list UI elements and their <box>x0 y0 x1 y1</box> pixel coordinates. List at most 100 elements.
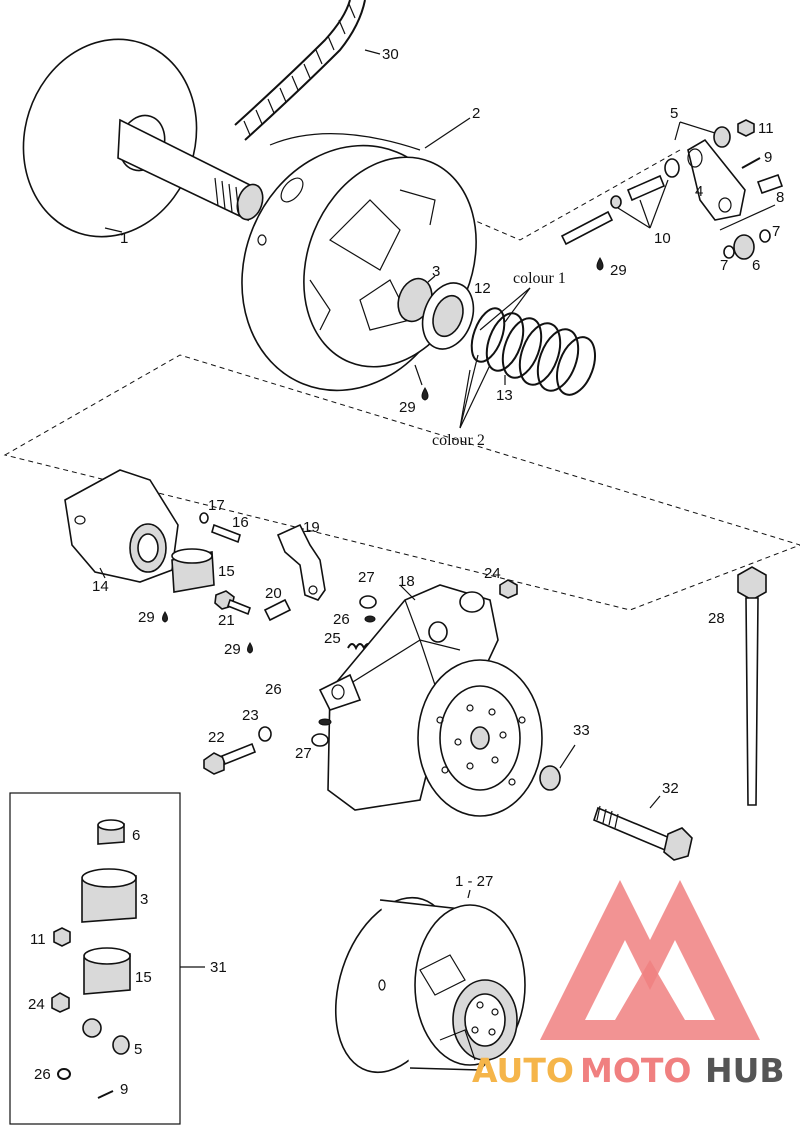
kit-label-9: 9 <box>120 1081 128 1098</box>
label-25: 25 <box>324 630 341 647</box>
kit-label-15: 15 <box>135 969 152 986</box>
label-5: 5 <box>670 105 678 122</box>
complete-assembly-1-27: 1 - 27 <box>334 873 526 1074</box>
part-24-nut: 24 <box>484 565 518 599</box>
part-19-cam-weight: 19 <box>276 519 326 601</box>
part-14-spider: 14 <box>64 469 179 595</box>
part-6-7-roller: 7 6 7 <box>719 204 780 274</box>
label-2: 2 <box>472 105 480 122</box>
label-28: 28 <box>708 610 725 627</box>
label-12: 12 <box>474 280 491 297</box>
part-31-kit-box: 31 6 3 11 15 24 5 <box>9 792 227 1125</box>
label-21: 21 <box>218 612 235 629</box>
label-11: 11 <box>758 120 774 137</box>
part-26-upper-ring: 26 <box>333 611 376 628</box>
part-15-bushing: 15 <box>171 548 235 593</box>
label-4: 4 <box>695 183 703 200</box>
part-17-washer: 17 <box>199 497 225 524</box>
label-24: 24 <box>484 565 501 582</box>
label-1-27: 1 - 27 <box>455 873 493 890</box>
part-9-cotter-pin: 9 <box>741 149 772 169</box>
label-15: 15 <box>218 563 235 580</box>
label-3: 3 <box>432 263 440 280</box>
part-5-bushing: 5 <box>670 105 731 148</box>
label-29-upper: 29 <box>399 399 416 416</box>
part-27-lower-bushing: 27 <box>295 733 329 762</box>
kit-label-3: 3 <box>140 891 148 908</box>
part-27-upper-bushing: 27 <box>358 569 377 609</box>
label-7-right: 7 <box>772 223 780 240</box>
part-25-spring: 25 <box>324 630 373 651</box>
kit-item-26: 26 <box>34 1066 71 1083</box>
label-33: 33 <box>573 722 590 739</box>
kit-item-5: 5 <box>112 1035 142 1058</box>
part-29-lube-right: 29 <box>596 257 627 279</box>
label-colour-1: colour 1 <box>513 270 566 287</box>
logo-text-auto: AUTO <box>472 1051 574 1090</box>
kit-item-9: 9 <box>97 1081 128 1099</box>
part-8-pin: 8 <box>756 173 784 206</box>
kit-item-bushing-small <box>82 1018 102 1038</box>
label-colour-2: colour 2 <box>432 432 485 449</box>
kit-label-26: 26 <box>34 1066 51 1083</box>
label-20: 20 <box>265 585 282 602</box>
part-23-washer: 23 <box>242 707 272 742</box>
label-26-upper: 26 <box>333 611 350 628</box>
label-32: 32 <box>662 780 679 797</box>
label-17: 17 <box>208 497 225 514</box>
logo-triangle-inner <box>585 940 715 1020</box>
part-12-spring-cup: 12 <box>421 280 491 350</box>
label-1: 1 <box>120 230 128 247</box>
part-2-movable-sheave: 2 <box>241 105 480 392</box>
label-8: 8 <box>776 189 784 206</box>
part-16-screw: 16 <box>211 514 249 544</box>
part-11-nut: 11 <box>737 119 774 137</box>
part-26-lower-ring: 26 <box>265 681 332 726</box>
label-23: 23 <box>242 707 259 724</box>
part-30-drive-belt: 30 <box>234 0 399 141</box>
kit-label-6: 6 <box>132 827 140 844</box>
part-20-pin: 20 <box>263 585 292 622</box>
kit-item-6: 6 <box>97 819 140 845</box>
label-9: 9 <box>764 149 772 166</box>
label-27-lower: 27 <box>295 745 312 762</box>
kit-label-24: 24 <box>28 996 45 1013</box>
kit-item-11: 11 <box>30 927 71 948</box>
part-21-bolt: 21 <box>214 590 251 629</box>
kit-item-15: 15 <box>83 947 152 995</box>
label-22: 22 <box>208 729 225 746</box>
label-7-left: 7 <box>720 257 728 274</box>
part-33-washer: 33 <box>539 722 590 791</box>
part-10-pins: 10 <box>560 158 680 247</box>
label-18: 18 <box>398 573 415 590</box>
label-10: 10 <box>654 230 671 247</box>
part-29-lube-left: 29 <box>138 609 168 626</box>
logo-text-moto: MOTO <box>580 1051 691 1090</box>
label-27-upper: 27 <box>358 569 375 586</box>
part-28-long-bolt: 28 <box>708 566 767 806</box>
assembly-dashed-outline <box>3 354 800 611</box>
label-29-right: 29 <box>610 262 627 279</box>
label-29-left: 29 <box>138 609 155 626</box>
automotohub-logo: AUTO MOTO HUB <box>472 880 785 1090</box>
logo-triangle-core <box>615 960 685 1020</box>
part-1-fixed-sheave: 1 <box>22 38 264 247</box>
label-29-mid: 29 <box>224 641 241 658</box>
logo-text-hub: HUB <box>705 1051 785 1090</box>
kit-item-3: 3 <box>81 868 148 923</box>
part-32-bolt: 32 <box>593 780 693 861</box>
part-18-flange <box>417 659 543 817</box>
part-22-bolt: 22 <box>203 729 257 775</box>
label-14: 14 <box>92 578 109 595</box>
label-13: 13 <box>496 387 513 404</box>
part-29-lube-mid: 29 <box>224 641 253 658</box>
kit-label-11: 11 <box>30 931 46 948</box>
label-26-lower: 26 <box>265 681 282 698</box>
colour-annotations: colour 1 colour 2 <box>432 270 566 449</box>
label-30: 30 <box>382 46 399 63</box>
kit-label-5: 5 <box>134 1041 142 1058</box>
part-4-roller-arm: 4 <box>687 138 746 221</box>
part-13-spring: 13 <box>470 307 596 404</box>
